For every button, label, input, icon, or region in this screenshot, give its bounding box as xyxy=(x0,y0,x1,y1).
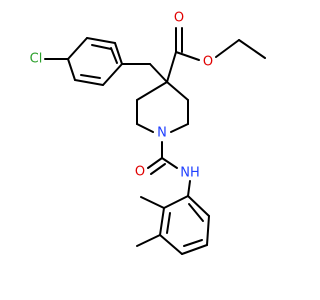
carbamoyl-bond xyxy=(147,157,163,169)
bond xyxy=(74,79,104,86)
aromatic-inner-bond xyxy=(91,44,112,50)
piperidine-nitrogen-label: N xyxy=(157,126,167,141)
bond xyxy=(170,123,189,133)
structure-canvas: Cl O O N O NH xyxy=(29,10,266,255)
benzyl-bond xyxy=(149,63,168,83)
piperidine-ring xyxy=(136,81,189,133)
bond xyxy=(187,195,210,217)
aromatic-inner-bond xyxy=(110,47,118,64)
bond xyxy=(136,123,154,133)
bond xyxy=(136,81,168,101)
bond xyxy=(181,244,208,255)
amide-bond xyxy=(161,157,178,169)
methyl-bond xyxy=(136,234,161,247)
bond xyxy=(159,234,183,255)
ester-carbonyl-oxygen-label: O xyxy=(174,11,184,26)
aromatic-inner-bond xyxy=(188,203,204,222)
dimethylphenyl-ring xyxy=(159,195,210,255)
bond xyxy=(67,37,88,60)
ethyl-bond xyxy=(238,39,266,59)
ester-bond xyxy=(166,51,177,83)
carbamoyl-double-bond xyxy=(150,163,166,175)
chlorophenyl-ring xyxy=(67,37,123,86)
aryl-amine-bond xyxy=(187,180,191,197)
bond xyxy=(102,63,123,86)
methyl-bond xyxy=(140,196,165,209)
aromatic-inner-bond xyxy=(183,239,203,247)
aromatic-inner-bond xyxy=(80,74,101,79)
ester-ether-oxygen-label: O xyxy=(203,55,213,70)
bond xyxy=(206,215,210,246)
bond xyxy=(166,81,189,101)
bond xyxy=(163,195,189,209)
bond xyxy=(114,42,123,65)
bond xyxy=(86,37,116,44)
bond xyxy=(67,58,76,81)
molecule-drawing: Cl O O N O NH xyxy=(30,11,266,255)
aromatic-inner-bond xyxy=(166,212,171,234)
amide-nh-label: NH xyxy=(180,166,200,181)
ethyl-bond xyxy=(215,39,240,58)
ester-oxygen-bond xyxy=(175,51,200,61)
amide-oxygen-label: O xyxy=(135,165,145,180)
chlorine-label: Cl xyxy=(30,52,43,67)
bond xyxy=(159,207,165,236)
